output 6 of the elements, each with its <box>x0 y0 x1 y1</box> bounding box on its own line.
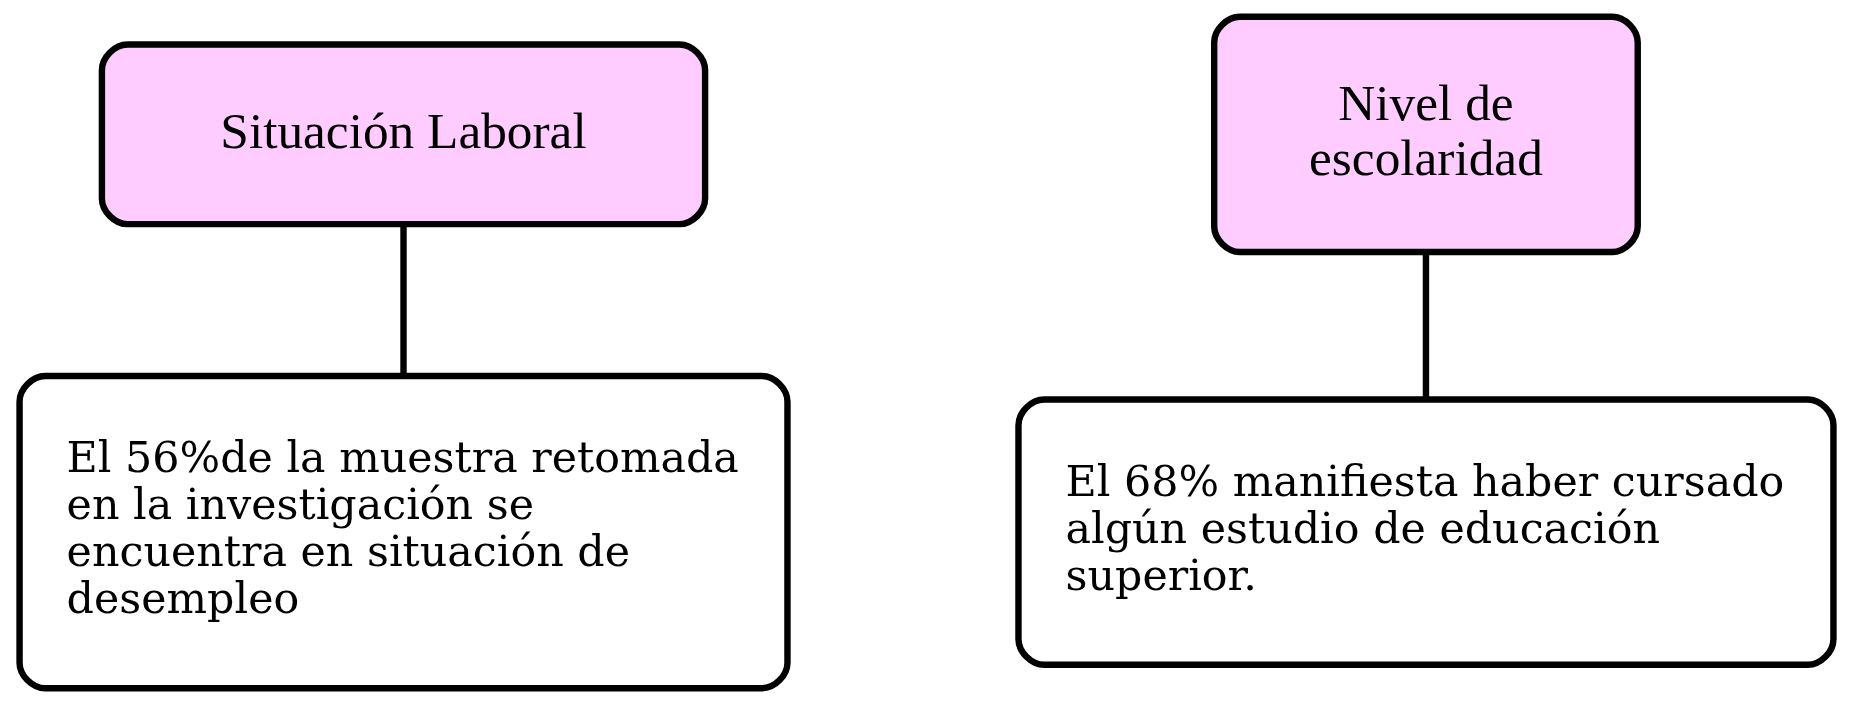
node-box: Nivel de escolaridad <box>1211 13 1641 256</box>
connector <box>1422 252 1430 400</box>
connector <box>400 224 407 376</box>
node-box: Situación Laboral <box>98 41 709 228</box>
node-box: El 68% manifiesta haber cursado algún estudio de educación superior. <box>1015 396 1837 668</box>
node-box: El 56%de la muestra retomada en la investigación se encuentra en situación de desempleo <box>16 372 791 692</box>
